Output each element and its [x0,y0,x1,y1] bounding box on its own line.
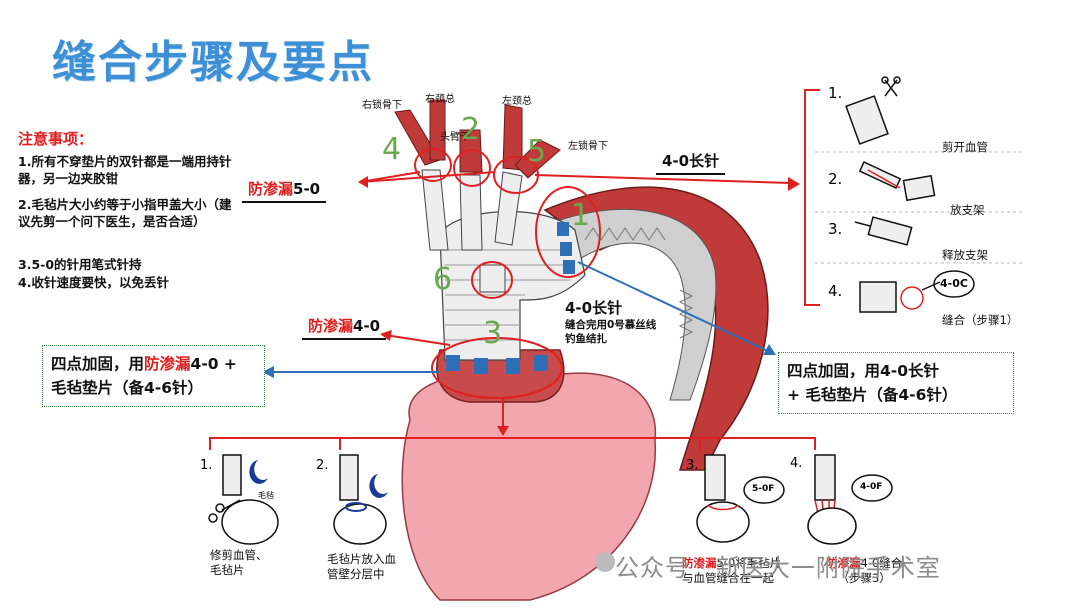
right-step-2-label: 放支架 [950,203,985,217]
pledget-3a [446,355,460,371]
right-step-4-num: 4. [828,282,843,300]
right-bracket [804,89,820,306]
right-step-3-num: 3. [828,220,843,238]
bottom-step-4-label: 防渗漏4-0缝合 （步骤3） [826,556,903,585]
reinforce-left-box: 四点加固，用防渗漏4-0 + 毛毡垫片（备4-6针） [42,345,265,407]
stent-zigzag [584,227,666,241]
right-step-1-num: 1. [828,84,843,102]
bottom-step-2-sketch [333,454,388,545]
right-step-1-sketch [845,76,901,145]
callout-anti-leak-40: 防渗漏4-0 [302,313,387,340]
arrow-to-right-steps [534,174,791,184]
notes-heading: 注意事项： [18,130,94,148]
branch-graft-2 [459,174,483,251]
label-brachiocephalic: 头臂干 [440,132,470,143]
arrow-to-anti-leak-40 [384,334,451,346]
right-step-2-sketch [858,161,936,202]
number-1: 1 [571,198,591,233]
bottom-step-1-sketch [208,454,279,545]
circle-4 [414,148,452,182]
circle-3 [431,337,563,399]
bottom-step-3-tag: 5-0F [752,484,775,494]
bottom-step-1-num: 1. [200,458,213,473]
circle-1 [535,186,601,278]
right-carotid-vessel [429,99,446,161]
right-step-4-sketch [859,270,975,313]
arrowhead-right-top [788,177,800,191]
pledget-3c [506,358,520,374]
callout-anti-leak-50: 防渗漏5-0 [242,176,327,203]
right-step-4-tag: 4-0C [940,277,968,290]
bottom-step-2-label: 毛毡片放入血管壁分层中 [327,552,396,581]
number-6: 6 [433,262,453,297]
bottom-bracket [209,437,816,450]
label-left-carotid: 左颈总 [502,96,532,107]
note-item-3: 3.5-0的针用笔式针持 [18,257,142,272]
bottom-step-4-sketch [807,454,893,545]
callout-needle-40-note: 缝合完用0号慕丝线钓鱼结扎 [565,319,657,345]
number-5: 5 [527,134,547,169]
bottom-step-2-num: 2. [316,458,329,473]
bottom-step-3-sketch [696,454,785,543]
right-step-2-num: 2. [828,170,843,188]
left-subclavian-vessel [514,139,561,179]
stent-graft [559,208,717,401]
side-branch-6 [479,264,506,293]
callout-needle-40-mid: 4-0长针 [565,299,623,317]
watermark-text: 公众号 · 新医大一附院手术室 [615,554,941,582]
right-step-4-label: 缝合（步骤1） [942,313,1019,327]
arrowhead-left-top [358,176,368,188]
bottom-step-1-tag: 毛毡 [258,491,274,500]
bottom-step-3-num: 3. [686,458,699,473]
arrowhead-down [497,426,509,436]
watermark-logo-icon [595,552,615,572]
arrow-to-reinforce-right [577,261,771,353]
bottom-step-1-label: 修剪血管、毛毡片 [210,548,268,577]
arrowhead-reinforce-left [262,366,274,378]
note-item-2: 2.毛毡片大小约等于小指甲盖大小（建议先剪一个问下医生，是否合适） [18,197,232,229]
note-item-4: 4.收针速度要快，以免丢针 [18,275,169,290]
arch-graft-rings [445,249,570,341]
label-right-carotid: 右颈总 [425,94,455,105]
pledget-1c [563,260,575,274]
reinforce-right-box: 四点加固，用4-0长针 + 毛毡垫片（备4-6针） [778,352,1014,414]
branch-graft-3 [494,171,523,246]
circle-2 [453,149,491,187]
page-title: 缝合步骤及要点 [52,37,374,88]
arrowhead-anti-leak-40 [380,330,392,341]
pledget-1a [557,222,569,236]
number-3: 3 [483,316,503,351]
pledget-3d [534,355,548,371]
bottom-step-3-label: 防渗漏5-0将毛毡片 与血管缝合在一起 [682,556,782,585]
stent-zigzag-2 [678,289,694,339]
right-step-1-label: 剪开血管 [942,140,988,154]
right-step-3-label: 释放支架 [942,248,988,262]
branch-graft-1 [421,169,449,251]
number-2: 2 [461,112,481,147]
pledget-3b [474,358,488,374]
circle-6 [471,261,513,299]
callout-needle-40-top: 4-0长针 [656,148,726,175]
note-item-1: 1.所有不穿垫片的双针都是一端用持针器，另一边夹胶钳 [18,154,232,186]
label-left-subclavian: 左锁骨下 [568,141,608,152]
arrowhead-reinforce-right [763,344,776,355]
pledget-1b [560,242,572,256]
right-step-3-sketch [854,216,913,246]
bottom-step-4-tag: 4-0F [860,482,883,492]
number-4: 4 [382,132,402,167]
label-right-subclavian: 右锁骨下 [362,100,402,111]
arrow-to-anti-leak-50-b [359,171,496,183]
bottom-step-4-num: 4. [790,456,803,471]
